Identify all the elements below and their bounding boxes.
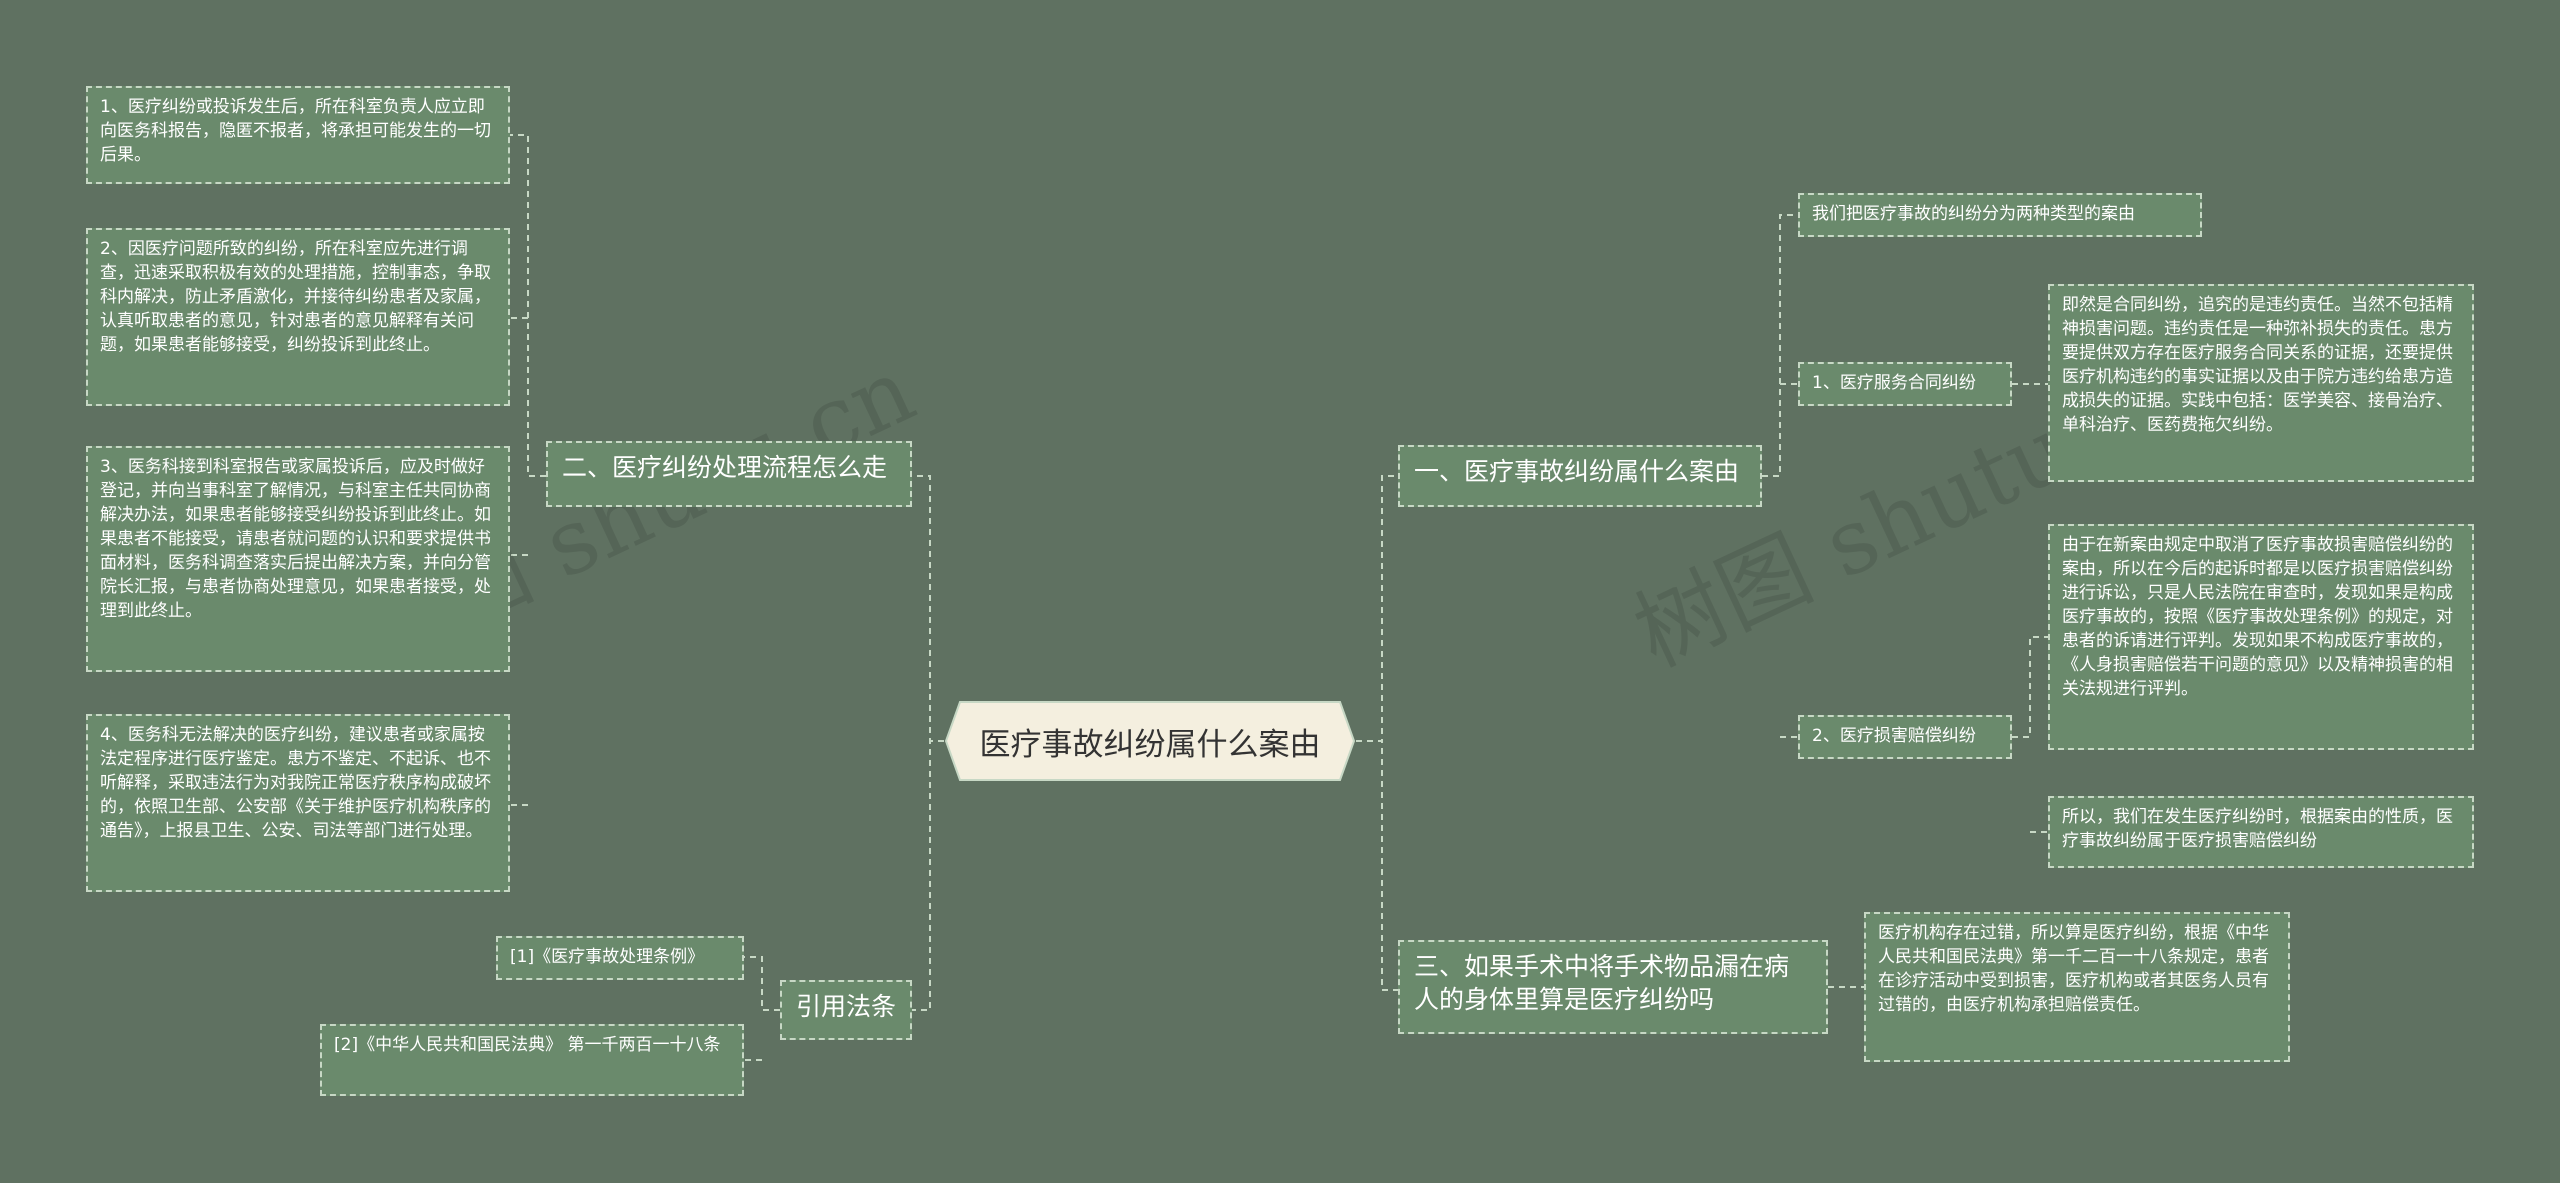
surgery-detail[interactable]: 医疗机构存在过错，所以算是医疗纠纷，根据《中华人民共和国民法典》第一千二百一十八…: [1864, 912, 2290, 1062]
process-step-2[interactable]: 2、因医疗问题所致的纠纷，所在科室应先进行调查，迅速采取积极有效的处理措施，控制…: [86, 228, 510, 406]
branch-case-type[interactable]: 一、医疗事故纠纷属什么案由: [1398, 445, 1762, 507]
link-root-process: [912, 475, 944, 742]
link-root-surgery: [1356, 740, 1398, 991]
link-root-casetype: [1356, 475, 1398, 742]
link-refs-items: [744, 956, 780, 1061]
damage-dispute[interactable]: 2、医疗损害赔偿纠纷: [1798, 715, 2012, 759]
case-type-intro[interactable]: 我们把医疗事故的纠纷分为两种类型的案由: [1798, 193, 2202, 237]
link-damage-details: [2012, 636, 2048, 833]
link-casetype-children: [1762, 214, 1798, 738]
contract-detail[interactable]: 即然是合同纠纷，追究的是违约责任。当然不包括精神损害问题。违约责任是一种弥补损失…: [2048, 284, 2474, 482]
ref-item-1[interactable]: [1]《医疗事故处理条例》: [496, 936, 744, 980]
branch-process[interactable]: 二、医疗纠纷处理流程怎么走: [546, 441, 912, 507]
root-label: 医疗事故纠纷属什么案由: [979, 726, 1321, 763]
branch-surgery[interactable]: 三、如果手术中将手术物品漏在病人的身体里算是医疗纠纷吗: [1398, 940, 1828, 1034]
contract-dispute[interactable]: 1、医疗服务合同纠纷: [1798, 362, 2012, 406]
process-step-4[interactable]: 4、医务科无法解决的医疗纠纷，建议患者或家属按法定程序进行医疗鉴定。患方不鉴定、…: [86, 714, 510, 892]
root-node[interactable]: 医疗事故纠纷属什么案由: [944, 700, 1356, 782]
branch-refs[interactable]: 引用法条: [780, 980, 912, 1040]
link-process-steps: [510, 134, 546, 806]
damage-detail-2[interactable]: 所以，我们在发生医疗纠纷时，根据案由的性质，医疗事故纠纷属于医疗损害赔偿纠纷: [2048, 796, 2474, 868]
root-shape: [944, 701, 1356, 781]
link-root-refs: [912, 740, 944, 1011]
damage-detail-1[interactable]: 由于在新案由规定中取消了医疗事故损害赔偿纠纷的案由，所以在今后的起诉时都是以医疗…: [2048, 524, 2474, 750]
ref-item-2[interactable]: [2]《中华人民共和国民法典》 第一千两百一十八条: [320, 1024, 744, 1096]
process-step-3[interactable]: 3、医务科接到科室报告或家属投诉后，应及时做好登记，并向当事科室了解情况，与科室…: [86, 446, 510, 672]
process-step-1[interactable]: 1、医疗纠纷或投诉发生后，所在科室负责人应立即向医务科报告，隐匿不报者，将承担可…: [86, 86, 510, 184]
